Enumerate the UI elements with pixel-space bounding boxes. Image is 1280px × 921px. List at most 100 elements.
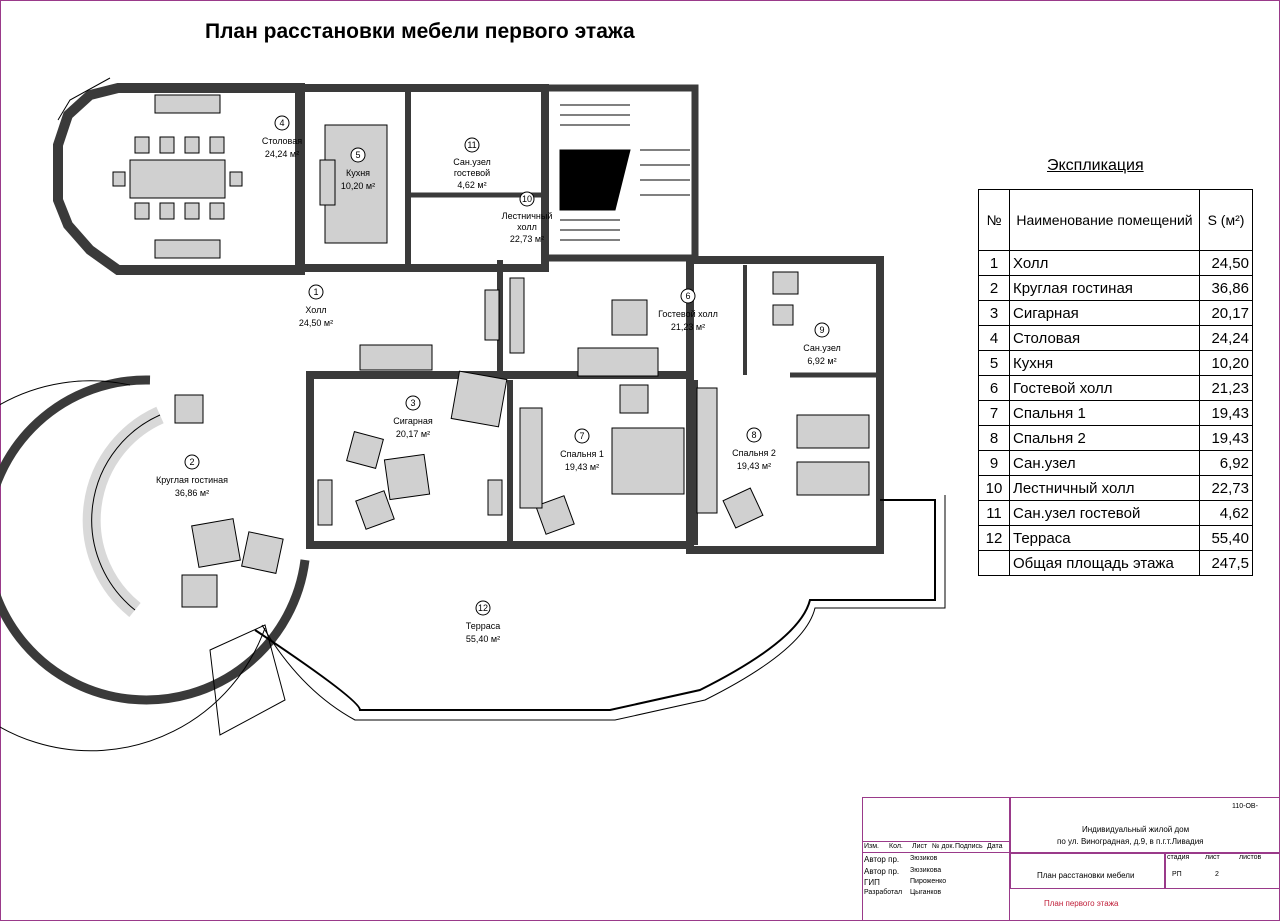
- explication-cell-name: Сигарная: [1009, 300, 1200, 326]
- explication-cell-name: Гостевой холл: [1009, 375, 1200, 401]
- terrace-outline: [254, 499, 936, 711]
- total-label: Общая площадь этажа: [1009, 550, 1200, 576]
- explication-cell-area: 20,17: [1199, 300, 1253, 326]
- title-block: 110-ОВ- Индивидуальный жилой дом по ул. …: [862, 797, 1280, 921]
- explication-cell-name: Спальня 1: [1009, 400, 1200, 426]
- explication-cell-name: Сан.узел: [1009, 450, 1200, 476]
- room-number: 10: [522, 194, 532, 204]
- round-living-wall: [0, 375, 310, 705]
- room-number-marker: [814, 322, 830, 338]
- explication-header-row: № Наименование помещений S (м²): [978, 189, 1253, 251]
- room-name: Терраса: [466, 621, 501, 631]
- room-area: 21,23 м²: [671, 322, 705, 332]
- room-name: холл: [517, 222, 537, 232]
- room-area: 24,24 м²: [265, 149, 299, 159]
- room-name: Сан.узел: [803, 343, 841, 353]
- stamp-name-1: Зюзикова: [910, 867, 942, 874]
- page-title: План расстановки мебели первого этажа: [205, 20, 635, 43]
- explication-cell-name: Кухня: [1009, 350, 1200, 376]
- bed-2: [796, 414, 870, 449]
- room-number: 9: [819, 325, 824, 335]
- room-number-marker: [680, 288, 696, 304]
- room-name: Сан.узел: [453, 157, 491, 167]
- stamp-name-0: Зюзиков: [910, 855, 938, 862]
- explication-cell-area: 24,24: [1199, 325, 1253, 351]
- room-number: 5: [355, 150, 360, 160]
- stamp-stage: РП: [1172, 871, 1182, 878]
- stamp-project-1: Индивидуальный жилой дом: [1082, 825, 1190, 834]
- explication-cell-area: 24,50: [1199, 250, 1253, 276]
- explication-cell-area: 10,20: [1199, 350, 1253, 376]
- explication-cell-area: 36,86: [1199, 275, 1253, 301]
- room-name: Круглая гостиная: [156, 475, 228, 485]
- title-block-sheet: [1010, 853, 1165, 889]
- stamp-col-3: № док.: [932, 843, 955, 850]
- explication-cell-area: 4,62: [1199, 500, 1253, 526]
- room-name: Сигарная: [393, 416, 433, 426]
- stamp-drawing-name: План первого этажа: [1044, 899, 1119, 908]
- room-name: Спальня 2: [732, 448, 776, 458]
- room-area: 20,17 м²: [396, 429, 430, 439]
- stamp-name-2: Пироженко: [910, 878, 947, 885]
- stamp-project-2: по ул. Виноградная, д.9, в п.г.т.Ливадия: [1057, 837, 1204, 846]
- explication-cell-num: 3: [978, 300, 1010, 326]
- stamp-col-2: Лист: [912, 843, 928, 850]
- room-name: Столовая: [262, 136, 302, 146]
- explication-cell-name: Столовая: [1009, 325, 1200, 351]
- explication-cell-num: 11: [978, 500, 1010, 526]
- room-number: 3: [410, 398, 415, 408]
- stamp-code: 110-ОВ-: [1232, 803, 1258, 810]
- explication-total-row: Общая площадь этажа 247,5: [978, 550, 1253, 576]
- stamp-sheet-title: План расстановки мебели: [1037, 871, 1135, 880]
- room-number: 7: [579, 431, 584, 441]
- room-area: 10,20 м²: [341, 181, 375, 191]
- explication-cell-num: 7: [978, 400, 1010, 426]
- stamp-sheet-label: лист: [1205, 854, 1220, 861]
- header-num: №: [978, 189, 1010, 251]
- explication-cell-num: 4: [978, 325, 1010, 351]
- explication-cell-area: 55,40: [1199, 525, 1253, 551]
- stamp-role-1: Автор пр.: [864, 867, 900, 876]
- explication-cell-num: 1: [978, 250, 1010, 276]
- explication-cell-area: 19,43: [1199, 400, 1253, 426]
- explication-cell-num: 9: [978, 450, 1010, 476]
- room-area: 19,43 м²: [565, 462, 599, 472]
- room-number-marker: [574, 428, 590, 444]
- room-number: 1: [313, 287, 318, 297]
- total-empty: [978, 550, 1010, 576]
- explication-cell-num: 12: [978, 525, 1010, 551]
- stamp-sheet: 2: [1215, 871, 1219, 878]
- stamp-col-0: Изм.: [864, 843, 879, 850]
- header-area: S (м²): [1199, 189, 1253, 251]
- explication-cell-num: 10: [978, 475, 1010, 501]
- room-name: Спальня 1: [560, 449, 604, 459]
- room-number-marker: [475, 600, 491, 616]
- room-area: 4,62 м²: [457, 180, 486, 190]
- room-area: 55,40 м²: [466, 634, 500, 644]
- explication-cell-area: 6,92: [1199, 450, 1253, 476]
- room-number-marker: [184, 454, 200, 470]
- room-area: 36,86 м²: [175, 488, 209, 498]
- total-value: 247,5: [1199, 550, 1253, 576]
- stamp-role-0: Автор пр.: [864, 855, 900, 864]
- explication-cell-num: 2: [978, 275, 1010, 301]
- room-number: 4: [279, 118, 284, 128]
- room-number-marker: [350, 147, 366, 163]
- explication-cell-name: Сан.узел гостевой: [1009, 500, 1200, 526]
- room-area: 22,73 м²: [510, 234, 544, 244]
- room-number-marker: [308, 284, 324, 300]
- dining-table: [129, 159, 226, 199]
- room-number-marker: [274, 115, 290, 131]
- room-number-marker: [746, 427, 762, 443]
- room-area: 19,43 м²: [737, 461, 771, 471]
- room-name: Гостевой холл: [658, 309, 718, 319]
